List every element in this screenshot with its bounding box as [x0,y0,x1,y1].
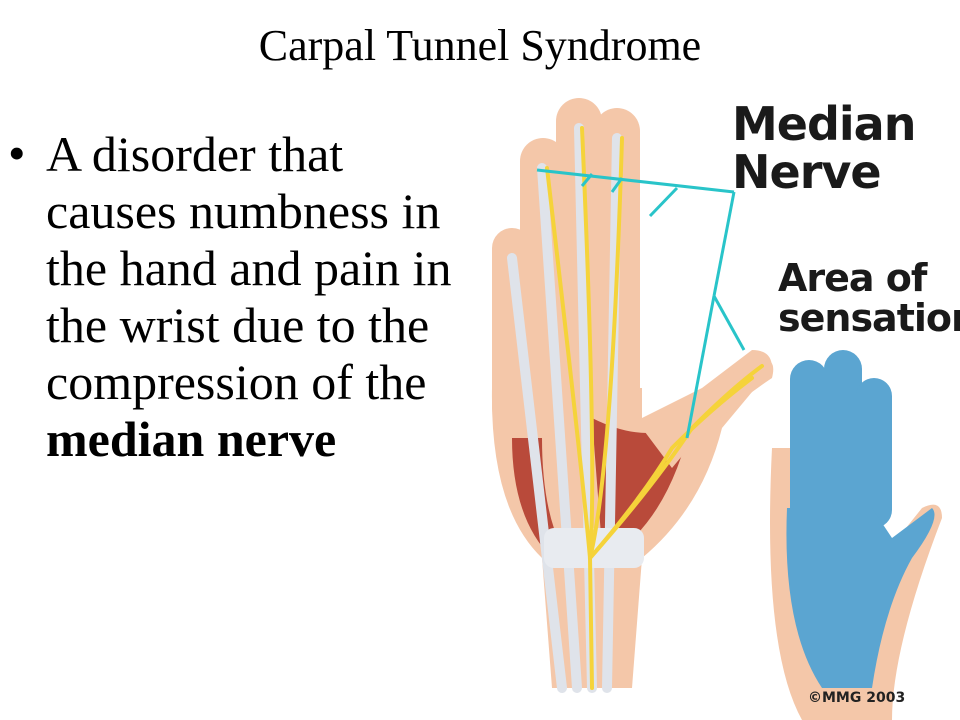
copyright-notice: ©MMG 2003 [808,690,906,706]
area-label-line2: sensation [778,296,960,340]
area-label-line1: Area of [778,256,927,300]
median-label-line1: Median [732,97,916,151]
area-of-sensation-label: Area of sensation [778,258,960,338]
median-nerve-label: Median Nerve [732,97,916,199]
hand-anatomy-svg [491,98,942,720]
slide-title: Carpal Tunnel Syndrome [258,21,702,70]
median-label-line2: Nerve [732,145,882,199]
anatomical-hand [491,98,774,693]
bullet-item: • A disorder that causes numbness in the… [8,122,468,468]
bullet-text-bold: median nerve [46,411,337,467]
hand-anatomy-illustration [472,88,960,720]
sensation-hand [770,350,942,720]
bullet-text-normal: A disorder that causes numbness in the h… [46,126,452,410]
bullet-marker: • [8,125,26,181]
bullet-text: A disorder that causes numbness in the h… [46,126,466,468]
